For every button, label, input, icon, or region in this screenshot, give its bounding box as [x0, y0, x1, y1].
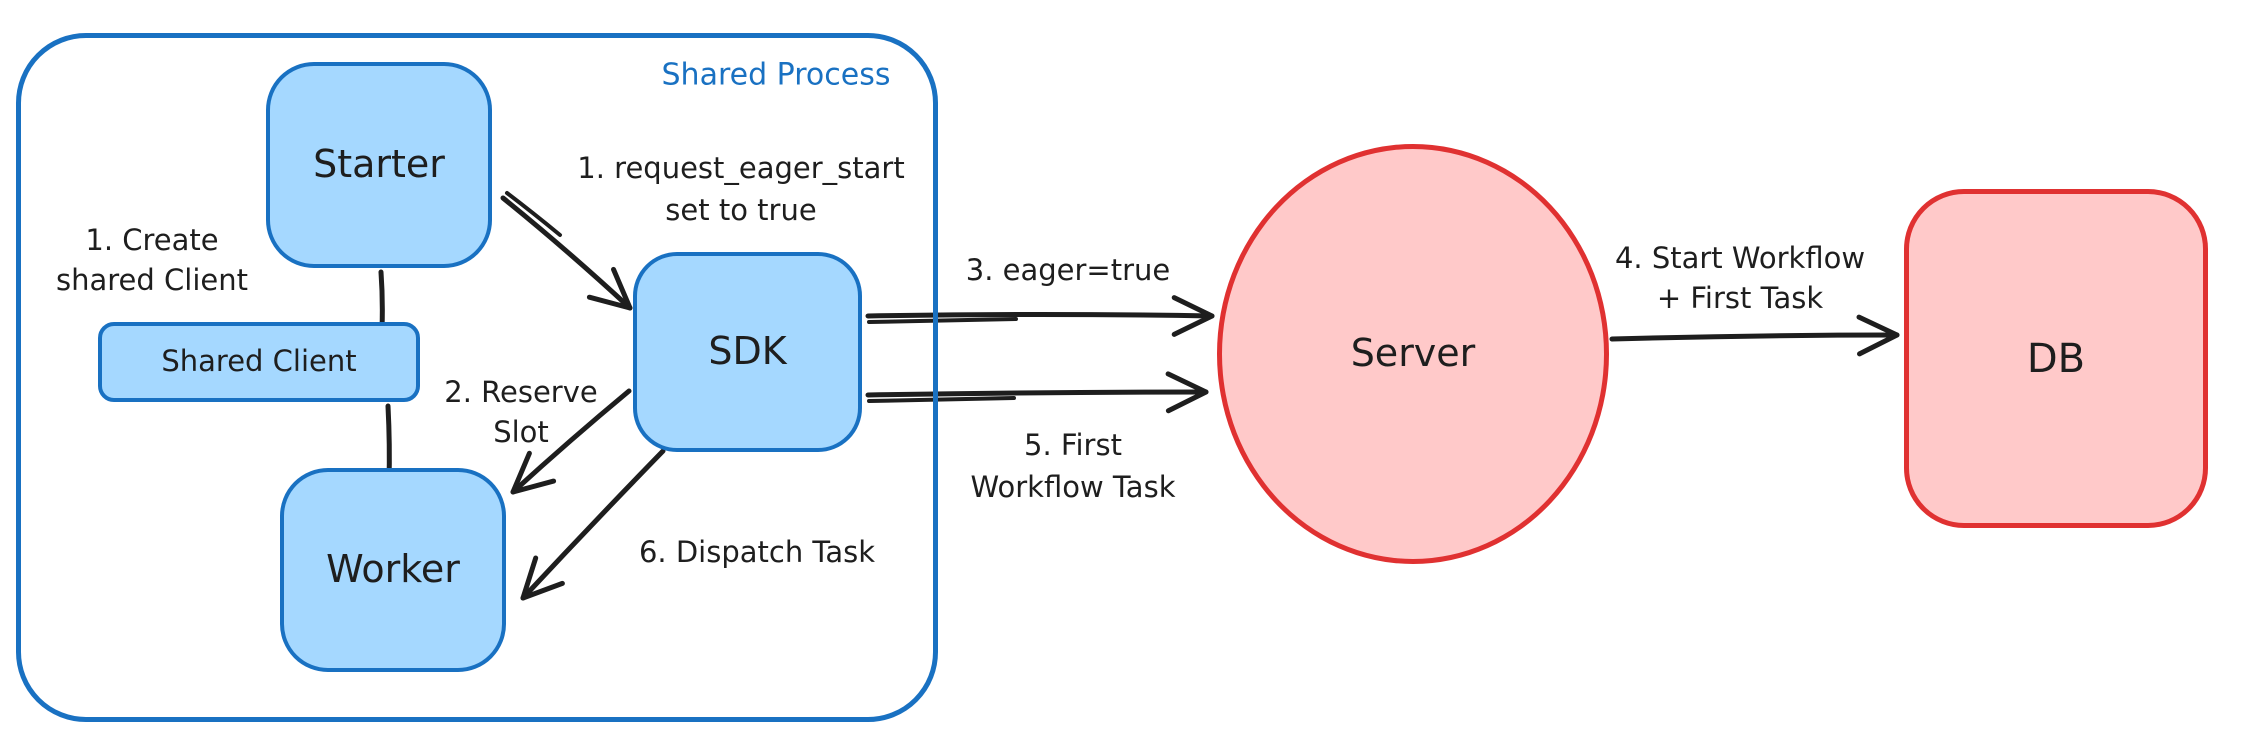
edge-sdk-server-eager-arrowhead	[1171, 295, 1215, 337]
node-starter: Starter	[266, 62, 492, 268]
annotation-dispatch-task: 6. Dispatch Task	[638, 535, 876, 569]
node-db-label: DB	[2026, 335, 2086, 382]
edge-sdk-server-task-arrowhead	[1165, 371, 1209, 414]
edge-starter-sdk-shaft	[500, 195, 633, 311]
shared-process-label: Shared Process	[661, 57, 891, 93]
node-shared-client: Shared Client	[98, 322, 420, 402]
edge-sdk-server-task-shaft	[865, 389, 1209, 398]
edge-starter-sdk-arrowhead	[586, 266, 633, 311]
annotation-first-workflow-task: 5. First Workflow Task	[970, 428, 1176, 504]
node-worker-label: Worker	[326, 547, 460, 592]
annotation-request-eager-start: 1. request_eager_start set to true	[577, 151, 905, 227]
node-sdk: SDK	[633, 252, 862, 452]
edge-server-db-arrowhead	[1856, 314, 1900, 357]
node-starter-label: Starter	[313, 142, 445, 187]
node-server: Server	[1217, 144, 1609, 564]
annotation-start-workflow-first-task: 4. Start Workflow + First Task	[1614, 241, 1866, 315]
edge-sdk-worker-dispatch-arrowhead	[520, 555, 565, 601]
node-shared-client-label: Shared Client	[161, 344, 357, 379]
edge-sdk-server-task-sketch-stroke	[867, 396, 1016, 403]
edge-sdk-server-eager-shaft	[865, 312, 1215, 319]
edge-sdk-worker-reserve-arrowhead	[510, 450, 557, 495]
node-sdk-label: SDK	[708, 329, 787, 374]
edge-server-db-shaft	[1609, 332, 1900, 342]
node-server-label: Server	[1350, 331, 1476, 376]
annotation-create-shared-client: 1. Create shared Client	[56, 223, 248, 297]
edge-sdk-worker-reserve-shaft	[510, 388, 632, 495]
node-worker: Worker	[280, 468, 506, 672]
edge-sdk-server-eager-sketch-stroke	[867, 317, 1018, 324]
annotation-eager-true: 3. eager=true	[965, 253, 1171, 287]
shared-process-frame	[16, 33, 938, 722]
edge-starter-sdk-sketch-stroke	[505, 191, 562, 237]
edge-sdk-worker-dispatch-shaft	[520, 448, 666, 601]
annotation-reserve-slot: 2. Reserve Slot	[444, 375, 598, 449]
node-db: DB	[1904, 189, 2208, 528]
